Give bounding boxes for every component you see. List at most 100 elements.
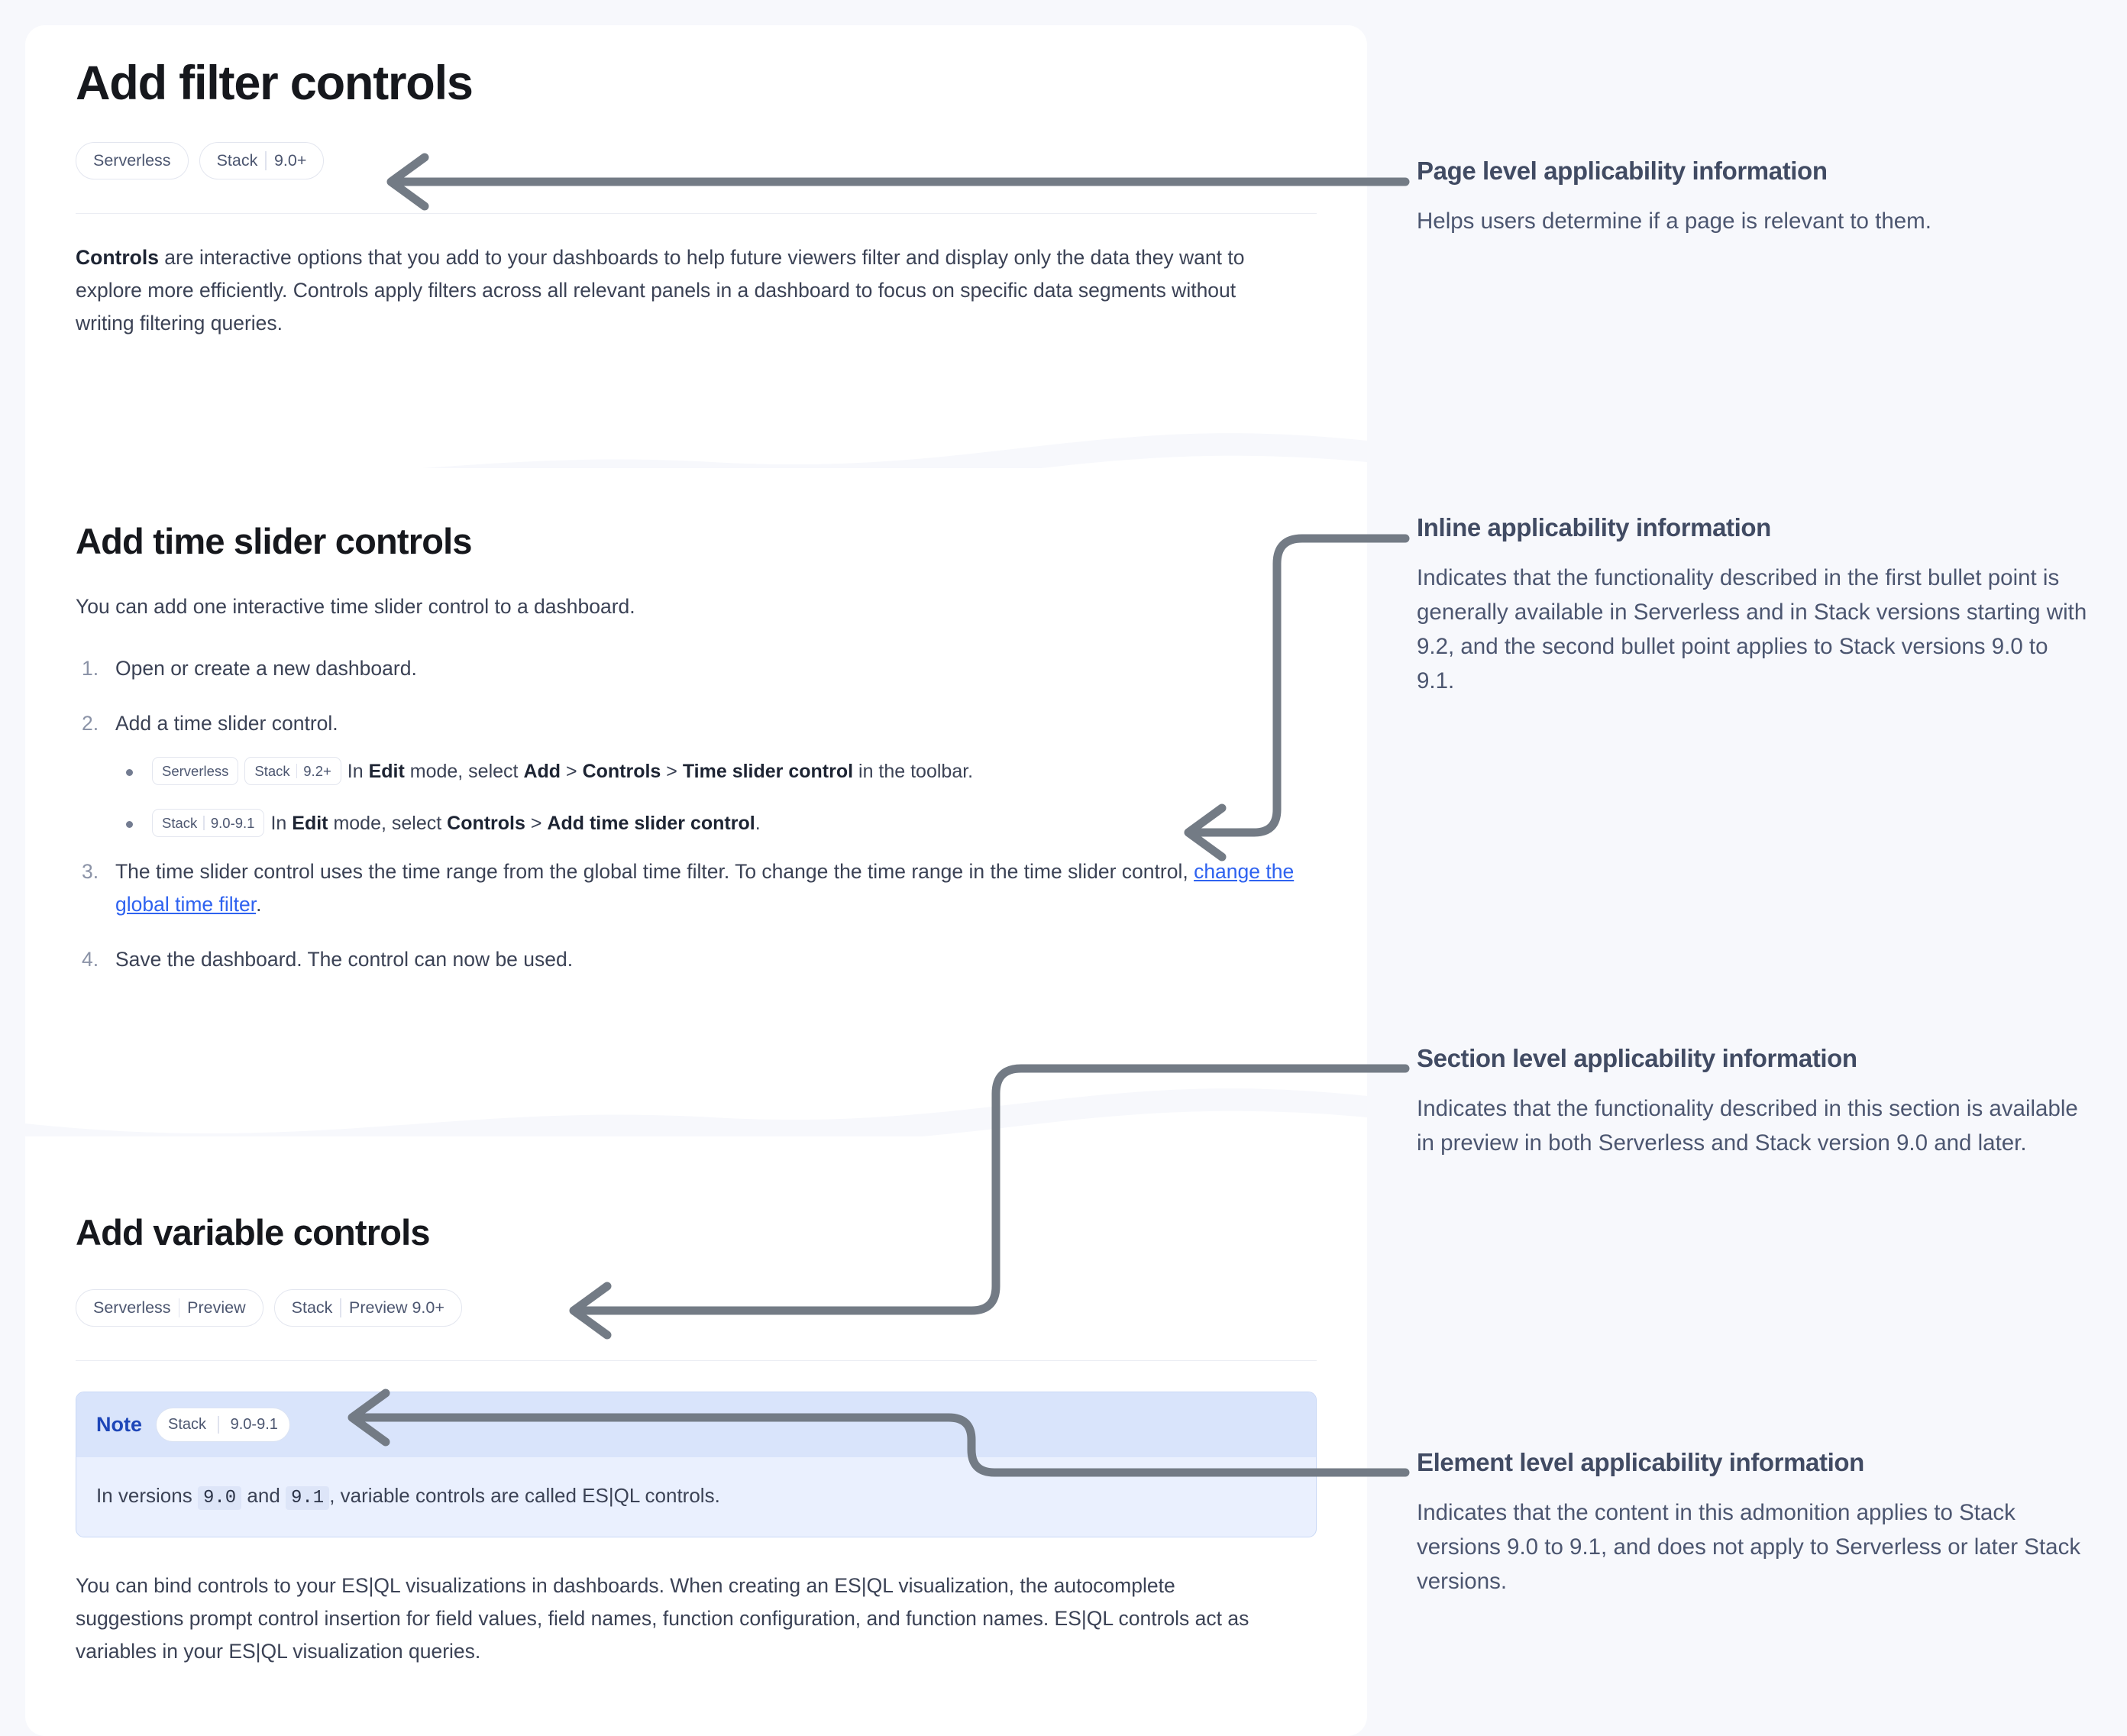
step-1-number: 1. (82, 656, 99, 680)
step-4: 4. Save the dashboard. The control can n… (76, 943, 1317, 975)
inline-badge-divider (203, 816, 205, 831)
intro-section: Add filter controls Serverless Stack 9.0… (25, 57, 1367, 340)
sublist-item-2-text: In Edit mode, select Controls > Add time… (270, 813, 760, 834)
u0: In (270, 813, 293, 835)
step-2-text: Add a time slider control. (115, 712, 338, 735)
t5: Controls (582, 761, 661, 783)
t1: Edit (368, 761, 405, 783)
inline-badge-stack-version: 9.0-9.1 (210, 814, 255, 831)
step-4-number: 4. (82, 948, 99, 971)
badge-stack-version: 9.0+ (273, 151, 307, 170)
u4: > (525, 813, 548, 835)
annotation-title: Section level applicability information (1417, 1044, 1857, 1072)
documentation-page: Add filter controls Serverless Stack 9.0… (25, 25, 1367, 1736)
t7: Time slider control (682, 761, 854, 783)
sublist-item-1-text: In Edit mode, select Add > Controls > Ti… (347, 761, 973, 782)
t3: Add (523, 761, 561, 783)
intro-paragraph: Controls are interactive options that yo… (76, 241, 1290, 340)
badge-divider (340, 1298, 341, 1317)
note-body: In versions 9.0 and 9.1, variable contro… (76, 1457, 1316, 1537)
step-3-tail: . (256, 892, 262, 916)
annotation-title: Page level applicability information (1417, 157, 1828, 185)
u5: Add time slider control (547, 813, 755, 835)
note-code-90: 9.0 (197, 1485, 242, 1510)
badge-divider (265, 151, 267, 171)
note-body-after: , variable controls are called ES|QL con… (329, 1483, 720, 1507)
step-3-number: 3. (82, 860, 99, 884)
annotation-text: Indicates that the functionality describ… (1417, 1095, 2078, 1156)
variable-controls-section: Add variable controls Serverless Preview… (25, 1213, 1367, 1668)
page-applicability-badges: Serverless Stack 9.0+ (76, 142, 1317, 180)
inline-badge-serverless[interactable]: Serverless (152, 757, 239, 786)
u1: Edit (292, 813, 328, 835)
section-applicability-badges: Serverless Preview Stack Preview 9.0+ (76, 1288, 1317, 1327)
badge-serverless-version: Preview (187, 1298, 246, 1317)
t0: In (347, 761, 369, 783)
annotation-text: Helps users determine if a page is relev… (1417, 208, 1931, 234)
badge-serverless-label: Serverless (93, 151, 171, 170)
note-label: Note (96, 1412, 142, 1436)
time-slider-intro: You can add one interactive time slider … (76, 594, 635, 618)
step-4-text: Save the dashboard. The control can now … (115, 948, 574, 971)
note-badge-divider (218, 1415, 219, 1434)
u2: mode, select (328, 813, 448, 835)
step-2-number: 2. (82, 712, 99, 735)
inline-badge-stack-label: Stack (254, 762, 290, 779)
badge-serverless-label: Serverless (93, 1298, 171, 1317)
annotation-text: Indicates that the content in this admon… (1417, 1499, 2081, 1595)
page-title: Add filter controls (76, 57, 474, 110)
badge-divider (178, 1298, 180, 1317)
bullet-dot-icon (126, 769, 133, 777)
inline-badge-stack-92[interactable]: Stack 9.2+ (244, 757, 341, 786)
badge-stack-label: Stack (216, 151, 258, 170)
u3: Controls (447, 813, 525, 835)
annotation-title: Inline applicability information (1417, 513, 1771, 541)
note-badge-label: Stack (168, 1415, 207, 1433)
t2: mode, select (404, 761, 524, 783)
badge-stack-version: Preview 9.0+ (349, 1298, 444, 1317)
badge-serverless-preview[interactable]: Serverless Preview (76, 1288, 263, 1327)
t6: > (661, 761, 683, 783)
t4: > (561, 761, 583, 783)
annotation-title: Element level applicability information (1417, 1448, 1864, 1476)
annotation-text: Indicates that the functionality describ… (1417, 564, 2087, 694)
intro-card (25, 25, 1367, 422)
step-1-text: Open or create a new dashboard. (115, 656, 417, 680)
badge-serverless[interactable]: Serverless (76, 142, 189, 180)
variable-controls-paragraph: You can bind controls to your ES|QL visu… (76, 1573, 1249, 1663)
sublist-item-2: Stack 9.0-9.1 In Edit mode, select Contr… (115, 808, 1317, 839)
inline-badge-stack-9091[interactable]: Stack 9.0-9.1 (152, 809, 265, 838)
title-rule (76, 213, 1317, 215)
sublist-item-1: Serverless Stack 9.2+ In Edit mode, sele… (115, 756, 1317, 787)
intro-rest: are interactive options that you add to … (76, 246, 1245, 335)
note-admonition: Note Stack 9.0-9.1 In versions 9.0 and 9… (76, 1391, 1317, 1537)
bullet-dot-icon (126, 821, 133, 829)
note-badge-stack[interactable]: Stack 9.0-9.1 (156, 1407, 290, 1442)
note-code-91: 9.1 (286, 1485, 330, 1510)
note-body-mid: and (241, 1483, 286, 1507)
step-1: 1. Open or create a new dashboard. (76, 652, 1317, 684)
time-slider-heading: Add time slider controls (76, 521, 473, 561)
badge-stack-label: Stack (291, 1298, 333, 1317)
inline-badge-stack-label: Stack (162, 814, 198, 831)
time-slider-section: Add time slider controls You can add one… (25, 522, 1367, 976)
note-header: Note Stack 9.0-9.1 (76, 1392, 1316, 1457)
inline-badge-divider (296, 764, 298, 779)
step-2: 2. Add a time slider control. Serverless… (76, 707, 1317, 839)
variable-controls-heading: Add variable controls (76, 1212, 431, 1253)
step-3-text: The time slider control uses the time ra… (115, 860, 1194, 884)
u6: . (755, 813, 761, 835)
note-body-before: In versions (96, 1483, 198, 1507)
annotation-element-level: Element level applicability information … (1417, 1448, 2089, 1599)
annotation-section-level: Section level applicability information … (1417, 1044, 2089, 1160)
section-rule (76, 1359, 1317, 1361)
inline-badge-stack-version: 9.2+ (303, 762, 331, 779)
note-badge-version: 9.0-9.1 (230, 1415, 278, 1433)
global-time-filter-link[interactable]: change the global time filter (115, 860, 1295, 916)
badge-stack[interactable]: Stack 9.0+ (199, 142, 325, 180)
badge-stack-preview[interactable]: Stack Preview 9.0+ (273, 1288, 462, 1327)
time-slider-steps: 1. Open or create a new dashboard. 2. Ad… (76, 652, 1317, 976)
step-2-sublist: Serverless Stack 9.2+ In Edit mode, sele… (115, 756, 1317, 839)
annotation-inline: Inline applicability information Indicat… (1417, 513, 2089, 698)
t8: in the toolbar. (853, 761, 974, 783)
